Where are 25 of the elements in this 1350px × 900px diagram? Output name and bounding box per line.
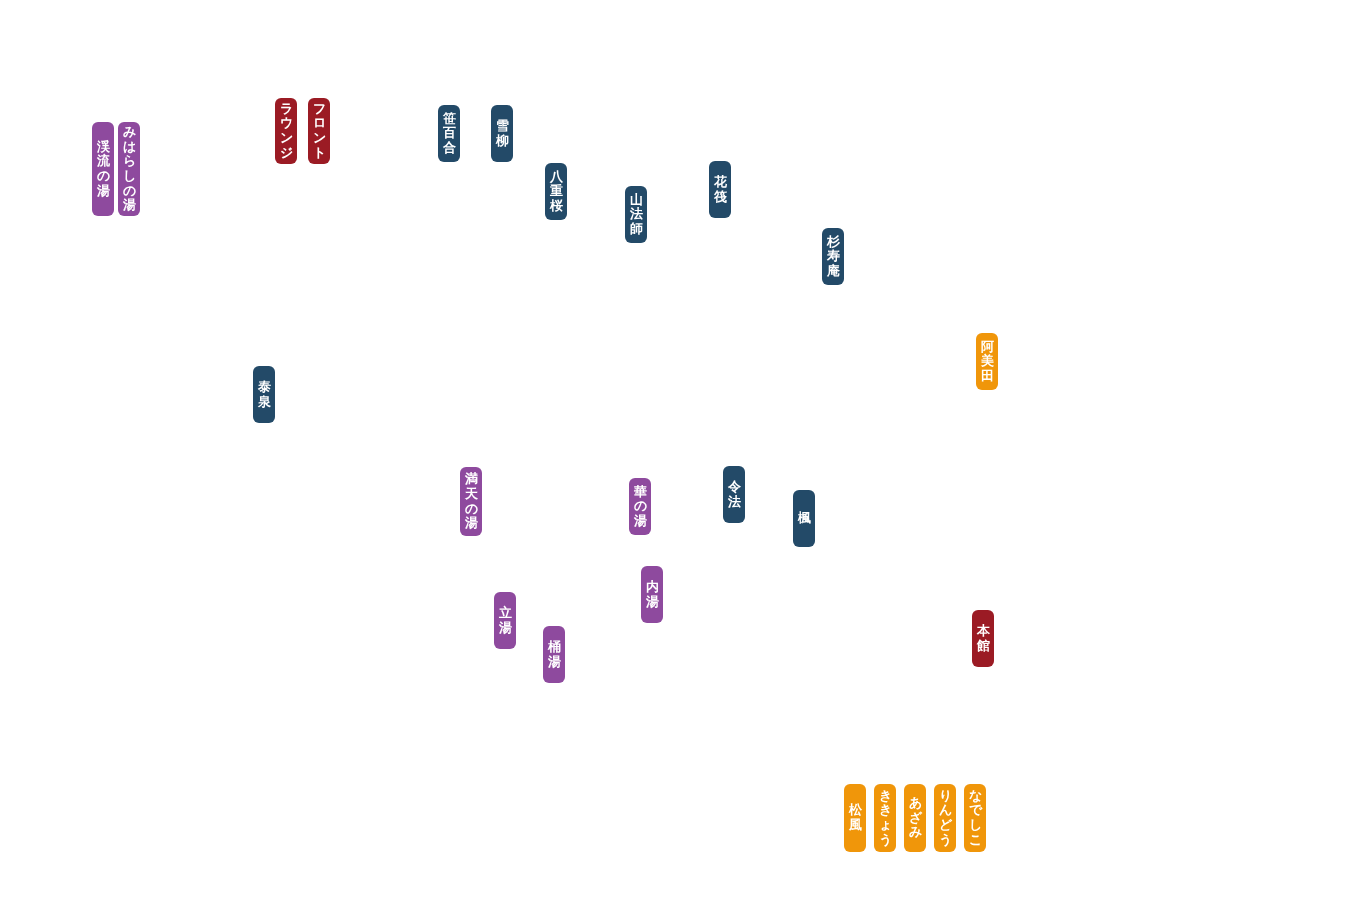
name-tag: りんどう (934, 784, 956, 852)
name-tag: 八重桜 (545, 163, 567, 220)
name-tag: 楓 (793, 490, 815, 547)
name-tag: 雪柳 (491, 105, 513, 162)
name-tag: 立湯 (494, 592, 516, 649)
name-tag: 泰泉 (253, 366, 275, 423)
name-tag: 杉寿庵 (822, 228, 844, 285)
name-tag: 令法 (723, 466, 745, 523)
name-tag: 本館 (972, 610, 994, 667)
name-tag: フロント (308, 98, 330, 164)
name-tag: 桶湯 (543, 626, 565, 683)
name-tag: 満天の湯 (460, 467, 482, 536)
name-tag: 松風 (844, 784, 866, 852)
name-tag: ききょう (874, 784, 896, 852)
name-tag: あざみ (904, 784, 926, 852)
name-tag: 華の湯 (629, 478, 651, 535)
name-tag: 花筏 (709, 161, 731, 218)
name-tag: 渓流の湯 (92, 122, 114, 216)
name-tag: みはらしの湯 (118, 122, 140, 216)
name-tag: ラウンジ (275, 98, 297, 164)
name-tag: 内湯 (641, 566, 663, 623)
name-tag: 阿美田 (976, 333, 998, 390)
name-tag: なでしこ (964, 784, 986, 852)
name-tag: 笹百合 (438, 105, 460, 162)
name-tag: 山法師 (625, 186, 647, 243)
